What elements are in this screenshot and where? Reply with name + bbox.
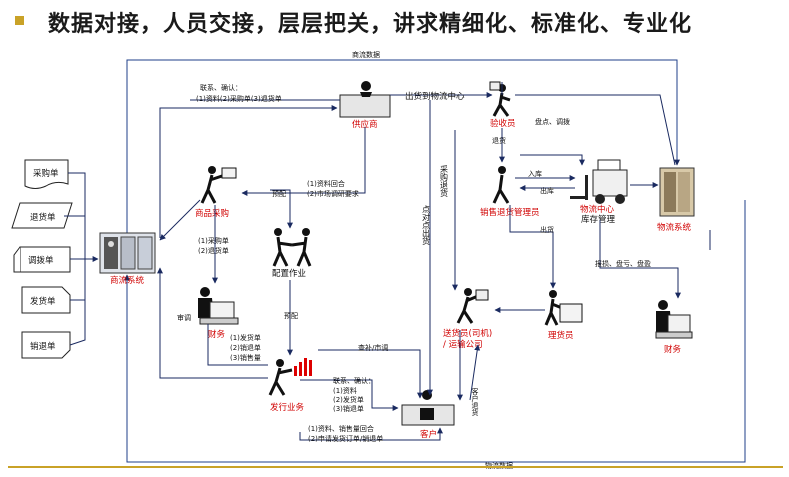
ann-preconfig: 预配: [272, 189, 286, 198]
title-bullet-icon: [15, 16, 24, 25]
ann-pre-alloc: 预配: [284, 311, 298, 320]
connector-lines: [157, 82, 711, 441]
ann-sales-stock: (3)销售量: [230, 353, 261, 362]
ann-point-ship: 点对点出货: [422, 205, 431, 246]
purchasing-person-icon: [200, 166, 237, 204]
ann-purchase-order: (1)采购单: [198, 236, 229, 245]
ann-apply-ship: (2)申请发货订单/销退单: [308, 434, 383, 443]
ann-counting: 盘点、调拨: [535, 117, 570, 126]
ann-contact-confirm-1: 联系、确认：: [200, 83, 242, 92]
warehouse-staff-icon: [492, 166, 510, 204]
page-title: 数据对接，人员交接，层层把关，讲求精细化、标准化、专业化: [48, 12, 693, 37]
finance-right-label: 财务: [664, 344, 682, 355]
distribution-label: 发行业务: [270, 402, 305, 413]
doc-purchase: 采购单: [24, 159, 69, 189]
customer-label: 客户: [420, 429, 437, 440]
ann-sales-return: (2)销退单: [230, 343, 261, 352]
ann-replenish: 查补/市调: [358, 343, 388, 352]
finance-left-label: 财务: [208, 329, 226, 340]
picker-label: 理货员: [548, 330, 574, 341]
ann-c2-item1: (1)资料: [333, 386, 357, 395]
logistics-system-label: 物流系统: [657, 222, 692, 233]
forklift-icon: [570, 159, 628, 204]
finance-right-desk-icon: [655, 300, 693, 339]
commerce-system-label: 商流系统: [110, 275, 145, 286]
customer-desk-icon: [401, 390, 455, 426]
ann-c2-item3: (3)销退单: [333, 404, 364, 413]
bottom-rule: [8, 466, 783, 468]
doc-purchase-label: 采购单: [33, 168, 59, 179]
doc-transfer-label: 调拨单: [28, 255, 54, 266]
ann-ship-out: 出货: [540, 225, 554, 234]
bottom-flow-label: 物流数据: [485, 461, 513, 470]
inventory-label: 库存管理: [581, 214, 616, 225]
sales-chart-icon: [294, 358, 312, 376]
title-bar: 数据对接，人员交接，层层把关，讲求精细化、标准化、专业化: [0, 0, 789, 40]
purchasing-label: 商品采购: [195, 208, 229, 219]
doc-transfer: 调拨单: [13, 246, 71, 273]
ann-loss-report: 报损、盘亏、盘盈: [595, 259, 651, 268]
ann-to-logistics: 出货到物流中心: [405, 91, 465, 102]
annotations: 联系、确认： (1)资料(2)采购单(3)退货单 出货到物流中心 (1)资料回合…: [177, 83, 651, 443]
doc-return-label: 退货单: [30, 212, 56, 223]
ann-ship-order: (1)发货单: [230, 333, 261, 342]
supplier-desk-icon: [339, 81, 391, 118]
top-flow-label: 商流数据: [352, 50, 380, 59]
driver-person-icon: [456, 288, 489, 324]
ann-audit: 审调: [177, 313, 191, 322]
allocation-label: 配置作业: [272, 268, 306, 279]
ann-c2-item2: (2)发货单: [333, 395, 364, 404]
doc-sales-return: 销退单: [21, 331, 71, 359]
ann-outbound: 出库: [540, 186, 554, 195]
ann-return-goods: 退货: [492, 136, 506, 145]
ann-contact-confirm-2: 联系、确认：: [333, 376, 375, 385]
ann-purchase-return: 采购退货: [440, 164, 449, 198]
driver-label-line1: 送货员(司机): [443, 328, 492, 339]
receiver-person-icon: [489, 81, 511, 117]
ann-data-return-1: (1)资料回合: [307, 179, 345, 188]
ann-market-req: (2)市场调研要求: [307, 189, 359, 198]
outer-flow-lines: [124, 59, 746, 463]
driver-label-line2: / 运输公司: [443, 339, 483, 350]
doc-ship-label: 发货单: [30, 296, 56, 307]
supplier-label: 供应商: [352, 119, 378, 130]
finance-left-desk-icon: [198, 287, 239, 325]
ann-inbound: 入库: [528, 169, 542, 178]
ann-contact-items-1: (1)资料(2)采购单(3)退货单: [196, 94, 282, 103]
doc-sales-return-label: 销退单: [30, 341, 56, 352]
ann-customer-return: 客户退货: [471, 387, 479, 417]
picker-person-icon: [544, 290, 583, 326]
distribution-person-icon: [268, 359, 293, 396]
receiver-label: 验收员: [490, 118, 516, 129]
logistics-center-label: 物流中心: [580, 204, 615, 215]
ann-data-return-2: (1)资料、销售量回合: [308, 424, 374, 433]
logistics-system-server-icon: [659, 167, 695, 217]
document-stack: 采购单 退货单 调拨单 发货单 销退单: [11, 159, 99, 359]
allocation-persons-icon: [272, 228, 312, 267]
doc-ship: 发货单: [21, 286, 71, 314]
commerce-system-server-icon: [99, 232, 156, 274]
doc-return: 退货单: [11, 202, 73, 229]
ann-return-order: (2)退货单: [198, 246, 229, 255]
vertical-annotations: 采购退货 点对点出货 客户退货: [422, 164, 480, 417]
